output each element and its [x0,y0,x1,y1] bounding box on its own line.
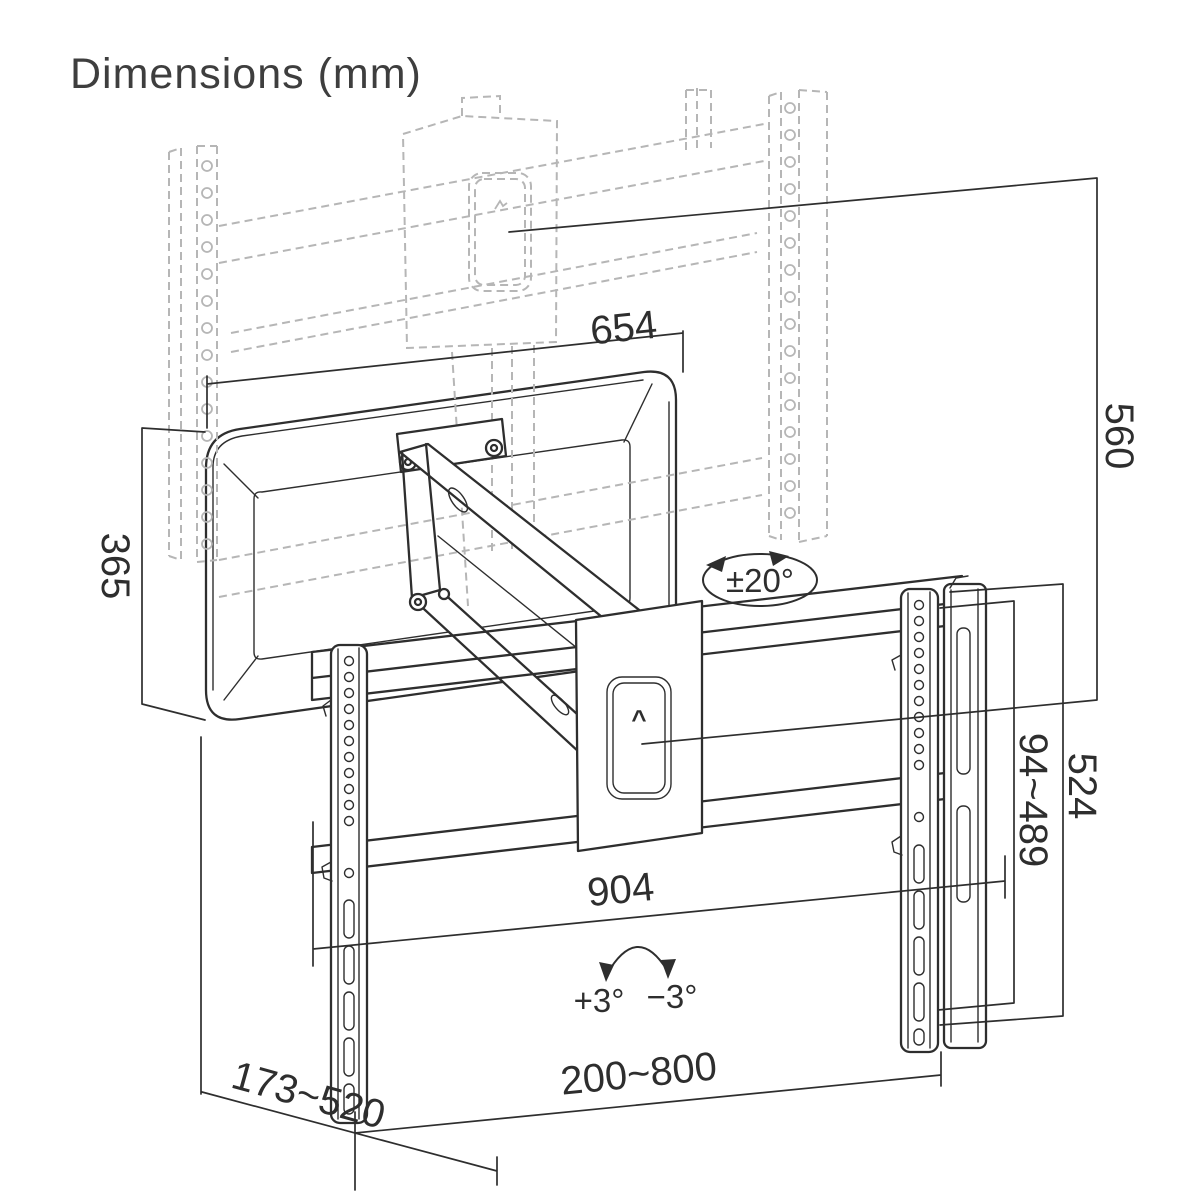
page-title: Dimensions (mm) [70,50,422,98]
motor-box: ^ [574,599,704,853]
dim-label-560: 560 [1097,403,1141,470]
ghost-right-bracket [768,89,828,543]
dim-904: 904 [312,821,1006,967]
ghost-strip [685,88,712,152]
dim-365: 365 [93,427,206,721]
dim-label-654: 654 [588,303,659,354]
dim-label-365: 365 [93,533,137,600]
dim-200-800: 200~800 [354,1044,942,1191]
left-tv-bracket [321,643,369,1125]
dim-label-tilt-plus: +3° [574,982,625,1019]
spring-clip [891,654,903,856]
dim-label-200-800: 200~800 [558,1044,718,1103]
ghost-brand-mark [494,199,508,210]
dim-label-524: 524 [1060,753,1104,820]
dim-tilt: +3° −3° [574,946,698,1019]
ghost-top-rail [218,123,765,353]
right-tv-bracket [891,587,940,1054]
dim-654: 654 [206,303,684,429]
dim-94-489: 94~489 [937,600,1055,1011]
dim-524: 524 [939,583,1104,1026]
motor-panel: ^ [606,676,672,800]
dim-label-swivel: ±20° [726,562,794,599]
dim-label-94-489: 94~489 [1011,733,1055,868]
dim-swivel: ±20° [702,551,818,607]
up-arrow-icon: ^ [631,704,646,734]
rail-end-post [942,575,988,1050]
dim-560: 560 [508,177,1141,745]
spring-clip [321,699,333,882]
ghost-left-bracket [168,145,218,563]
dim-label-904: 904 [585,865,656,915]
ghost-mount-raised [168,88,828,607]
dim-label-tilt-minus: −3° [647,978,698,1015]
